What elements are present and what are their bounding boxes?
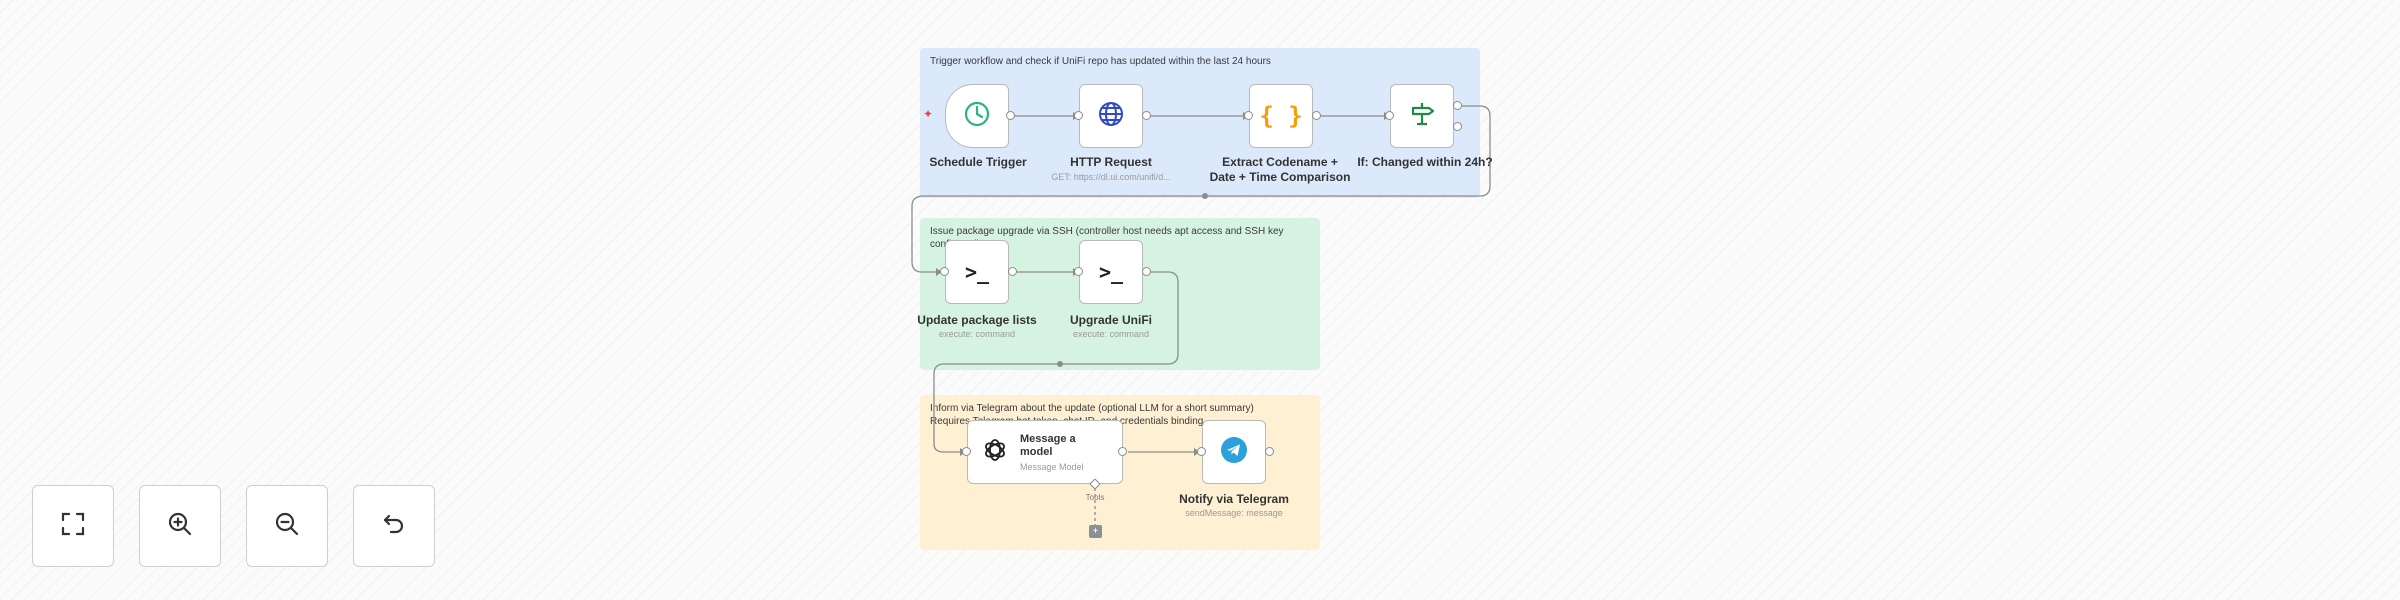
signpost-icon xyxy=(1407,99,1437,134)
input-port[interactable] xyxy=(1244,111,1253,120)
add-tool-button[interactable]: + xyxy=(1089,525,1102,538)
node-title-line-1: Message a xyxy=(1020,432,1076,445)
node-label: Upgrade UniFi xyxy=(1069,313,1152,327)
arrow-update xyxy=(936,268,942,276)
canvas-toolbar xyxy=(32,485,435,567)
zoom-in-button[interactable] xyxy=(139,485,221,567)
node-label: Extract Codename + Date + Time Compariso… xyxy=(1209,155,1351,184)
reset-button[interactable] xyxy=(353,485,435,567)
output-port[interactable] xyxy=(1118,447,1127,456)
node-sublabel: GET: https://dl.ui.com/unifi/d... xyxy=(1051,172,1171,182)
sticky-note-text: Trigger workflow and check if UniFi repo… xyxy=(930,56,1271,67)
edge-midpoint-handle xyxy=(1057,361,1063,367)
input-port[interactable] xyxy=(940,267,949,276)
zoom-in-icon xyxy=(165,509,195,544)
input-port[interactable] xyxy=(1074,111,1083,120)
input-port[interactable] xyxy=(1385,111,1394,120)
node-sublabel: Message Model xyxy=(1020,461,1084,472)
output-port-false[interactable] xyxy=(1453,122,1462,131)
node-extract-codename[interactable]: { } xyxy=(1249,84,1313,148)
fit-view-icon xyxy=(58,509,88,544)
trigger-bolt-icon: ✦ xyxy=(923,107,934,121)
input-port[interactable] xyxy=(1197,447,1206,456)
output-port[interactable] xyxy=(1008,267,1017,276)
edge-midpoint-handle xyxy=(1202,193,1208,199)
node-sublabel: execute: command xyxy=(938,329,1016,339)
node-label: Notify via Telegram xyxy=(1179,492,1289,506)
clock-icon xyxy=(963,100,991,133)
node-label: If: Changed within 24h? xyxy=(1357,155,1493,169)
terminal-icon: >_ xyxy=(964,260,990,284)
node-message-model[interactable]: Message a model Message Model xyxy=(967,420,1123,484)
tools-port-label: Tools xyxy=(1085,493,1105,502)
plus-icon: + xyxy=(1092,526,1099,537)
node-notify-telegram[interactable] xyxy=(1202,420,1266,484)
node-title-line-2: model xyxy=(1020,445,1053,458)
output-port[interactable] xyxy=(1142,111,1151,120)
braces-icon: { } xyxy=(1259,102,1303,130)
zoom-out-icon xyxy=(272,509,302,544)
telegram-icon xyxy=(1219,435,1249,470)
output-port-true[interactable] xyxy=(1453,101,1462,110)
undo-icon xyxy=(379,509,409,544)
node-if-changed[interactable] xyxy=(1390,84,1454,148)
node-http-request[interactable] xyxy=(1079,84,1143,148)
input-port[interactable] xyxy=(962,447,971,456)
node-schedule-trigger[interactable] xyxy=(945,84,1009,148)
output-port[interactable] xyxy=(1006,111,1015,120)
globe-icon xyxy=(1097,100,1125,133)
output-port[interactable] xyxy=(1265,447,1274,456)
connection-upgrade-llm xyxy=(933,271,1179,453)
node-update-package-lists[interactable]: >_ xyxy=(945,240,1009,304)
sticky-note-trigger-check[interactable]: Trigger workflow and check if UniFi repo… xyxy=(920,48,1480,198)
fit-view-button[interactable] xyxy=(32,485,114,567)
terminal-icon: >_ xyxy=(1098,260,1124,284)
node-label: Update package lists xyxy=(917,313,1037,327)
output-port[interactable] xyxy=(1142,267,1151,276)
zoom-out-button[interactable] xyxy=(246,485,328,567)
sticky-note-text: Inform via Telegram about the update (op… xyxy=(930,403,1254,427)
openai-icon xyxy=(980,435,1010,470)
node-sublabel: execute: command xyxy=(1072,329,1150,339)
output-port[interactable] xyxy=(1312,111,1321,120)
node-label: Schedule Trigger xyxy=(929,155,1027,169)
node-sublabel: sendMessage: message xyxy=(1185,508,1283,518)
node-label: HTTP Request xyxy=(1070,155,1152,169)
input-port[interactable] xyxy=(1074,267,1083,276)
node-upgrade-unifi[interactable]: >_ xyxy=(1079,240,1143,304)
